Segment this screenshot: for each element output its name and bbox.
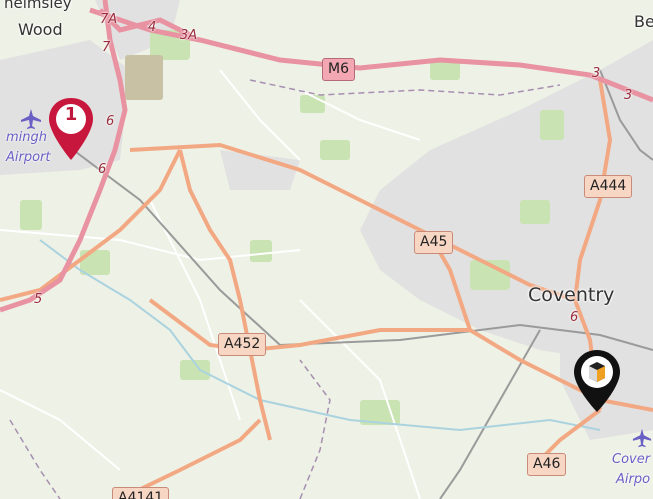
motorways	[0, 0, 653, 313]
airport-label-coventry-2: Airpo	[616, 472, 651, 487]
airport-icon	[632, 428, 652, 448]
place-label-be: Be	[634, 12, 653, 31]
place-label-wood: Wood	[18, 20, 63, 39]
road-shield-m6: M6	[322, 58, 355, 81]
junction-label: 3	[624, 88, 633, 103]
junction-label: 7	[102, 40, 111, 55]
primary-roads	[0, 79, 653, 499]
minor-roads	[0, 69, 421, 499]
place-label-chelmsley: helmsley	[4, 0, 72, 12]
numbered-marker[interactable]: 1	[46, 96, 96, 162]
junction-label: 6	[106, 114, 115, 129]
junction-label: 4	[148, 20, 157, 35]
junction-label: 6	[570, 310, 579, 325]
junction-label: 6	[98, 162, 107, 177]
road-shield-a4141: A4141	[112, 487, 170, 499]
river	[39, 239, 601, 432]
junction-label: 3	[592, 66, 601, 81]
road-shield-a45: A45	[414, 231, 454, 254]
airport-label-birmingham-2: Airport	[6, 150, 51, 165]
junction-label: 3A	[180, 28, 198, 43]
brand-marker-icon	[574, 350, 620, 412]
numbered-marker-icon	[49, 98, 93, 160]
numbered-marker-label: 1	[64, 104, 78, 125]
road-shield-a46: A46	[527, 453, 567, 476]
junction-label: 7A	[100, 12, 118, 27]
junction-label: 5	[34, 292, 43, 307]
green-areas	[20, 30, 564, 425]
place-label-coventry: Coventry	[528, 284, 615, 306]
road-shield-a444: A444	[584, 175, 633, 198]
airport-icon	[21, 109, 41, 129]
quarry-area	[125, 55, 163, 100]
road-shield-a452: A452	[218, 333, 267, 356]
airport-label-coventry-1: Cover	[612, 452, 651, 467]
location-marker[interactable]	[571, 348, 623, 414]
airport-label-birmingham-1: mingh	[6, 130, 48, 145]
boundary-lines	[9, 79, 561, 499]
